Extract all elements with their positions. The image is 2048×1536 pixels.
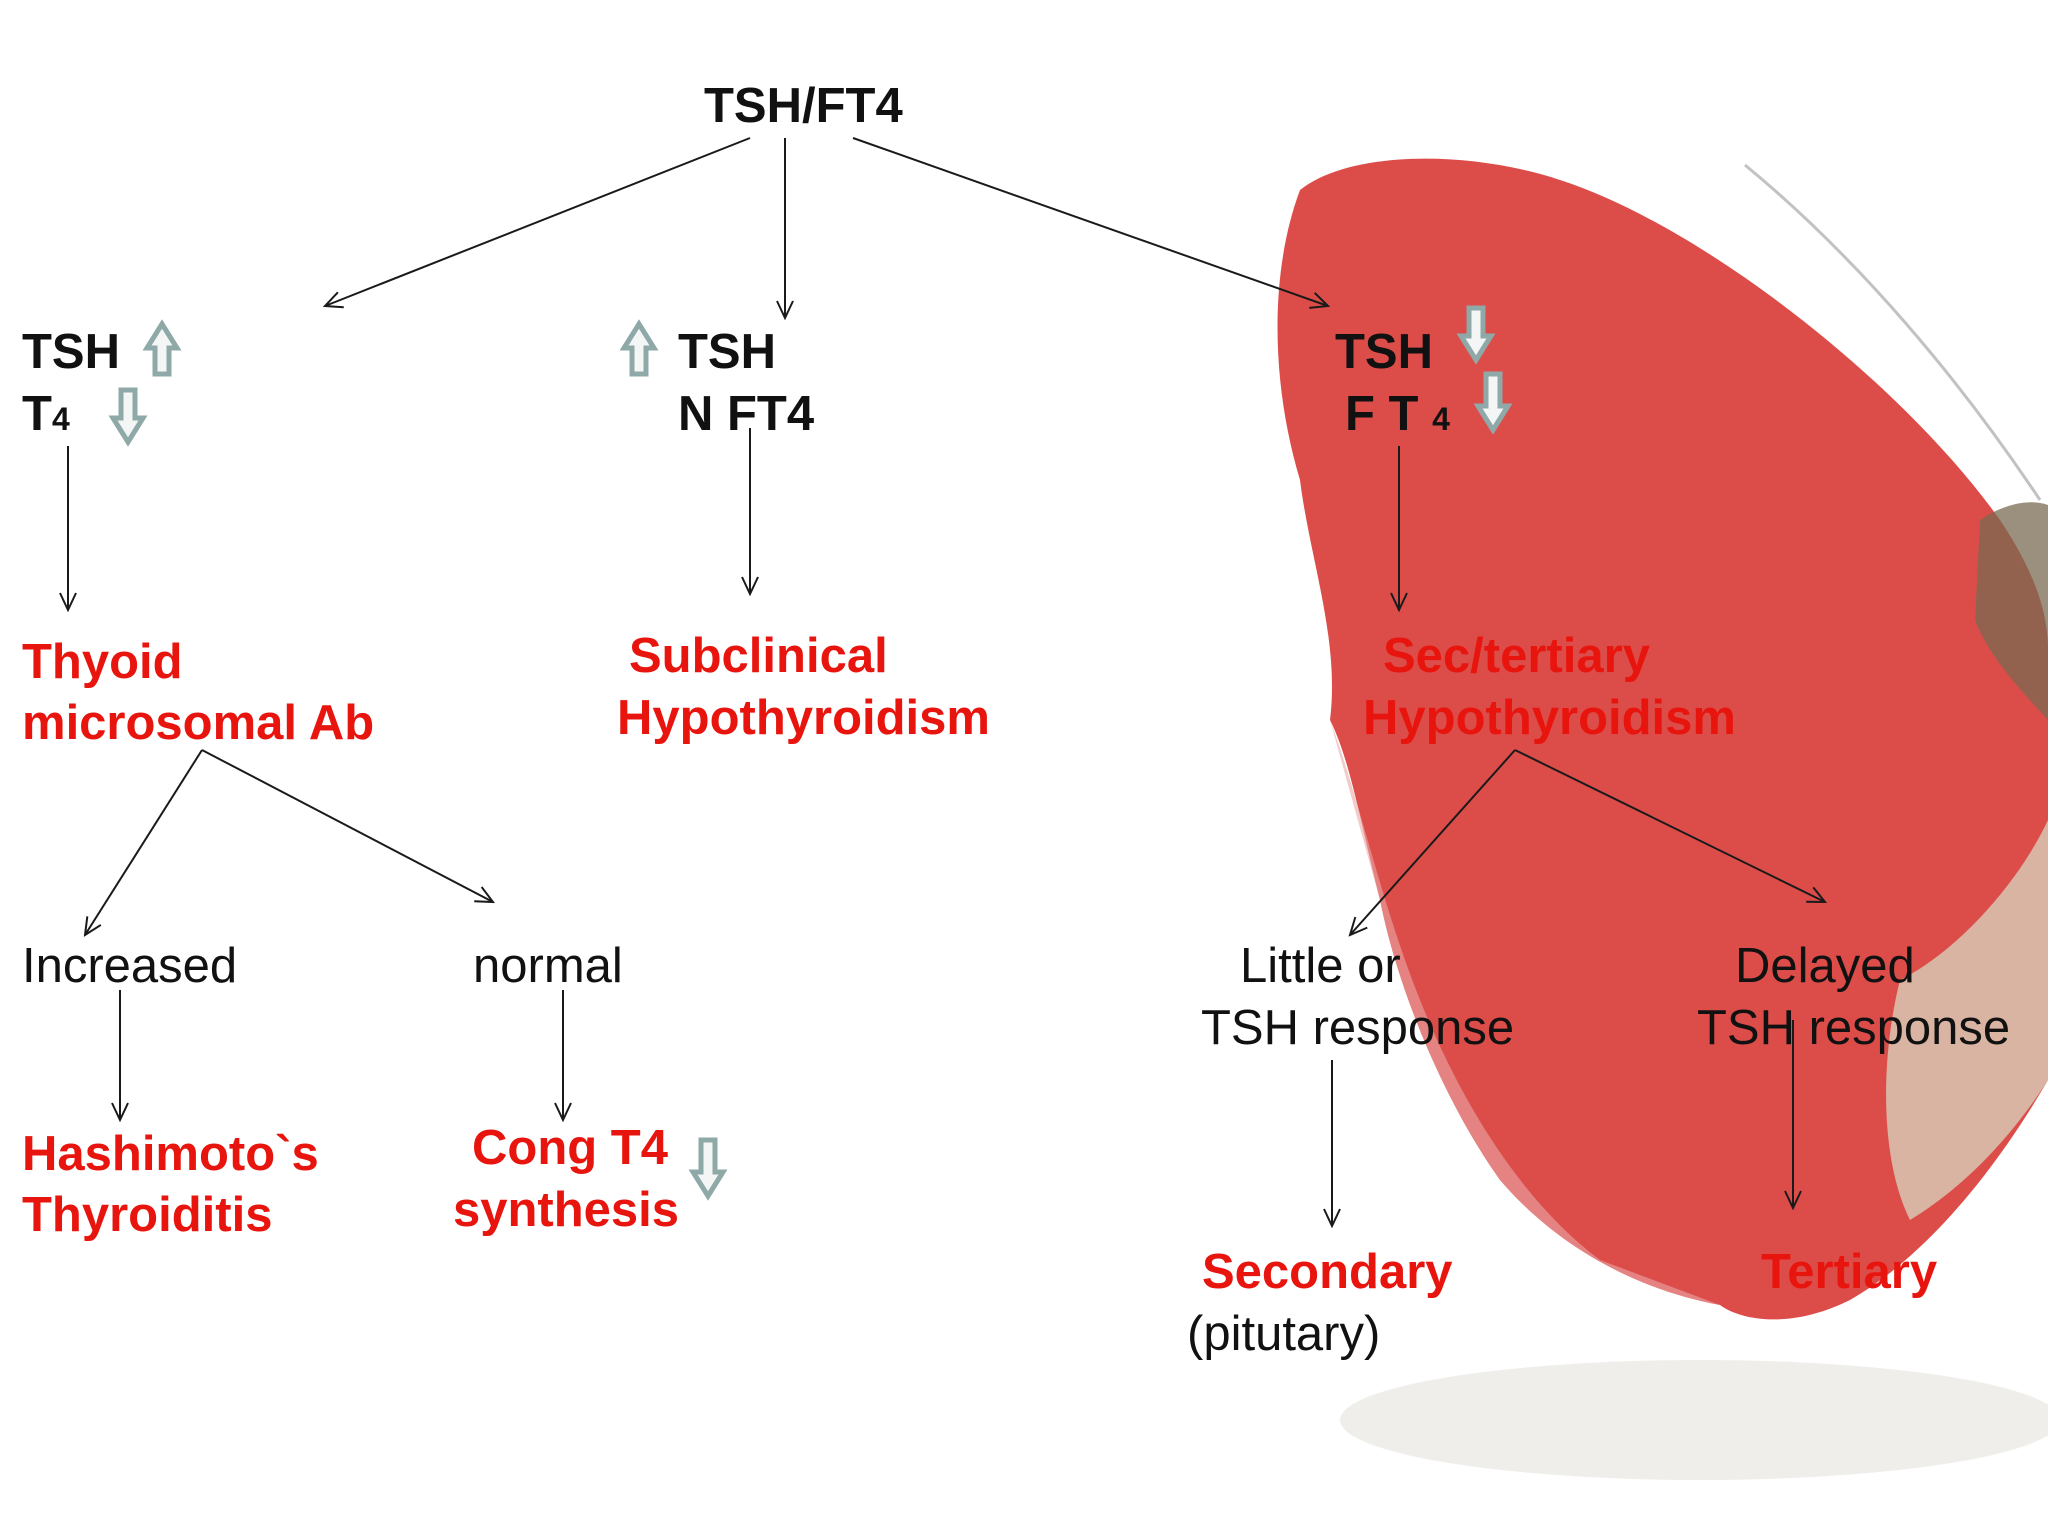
little-tsh-response-label: TSH response — [1201, 1001, 1515, 1055]
left-result-line2: microsomal Ab — [22, 696, 375, 751]
increased-label: Increased — [22, 939, 238, 993]
sec-to-little-arrow — [1350, 749, 1516, 935]
right-tsh-down-arrow-icon — [1456, 305, 1496, 365]
delayed-tsh-response-label: TSH response — [1697, 1001, 2011, 1055]
middle-tsh-up-arrow-icon — [619, 319, 659, 377]
cong-t4-line1: Cong T4 — [472, 1121, 668, 1175]
ab-to-increased-arrow — [85, 749, 203, 935]
left-t4-label: T4 — [22, 387, 70, 441]
left-result: Thyoid microsomal Ab — [22, 632, 374, 755]
left-t4-down-arrow-icon — [108, 387, 148, 447]
little-or-label: Little or — [1240, 939, 1401, 993]
sec-tertiary-line2: Hypothyroidism — [1363, 691, 1736, 745]
tertiary-result: Tertiary — [1761, 1245, 1938, 1299]
root-to-right-arrow — [852, 137, 1328, 306]
left-tsh-label: TSH — [22, 325, 120, 379]
left-result-line1: Thyoid — [22, 635, 183, 689]
subclinical-line2: Hypothyroidism — [617, 691, 990, 745]
indicator-arrows — [108, 305, 1513, 1201]
right-ft4-label: F T 4 — [1345, 387, 1450, 441]
ab-to-normal-arrow — [201, 749, 493, 902]
right-ft4-down-arrow-icon — [1473, 371, 1513, 435]
root-to-left-arrow — [325, 137, 751, 306]
normal-label: normal — [473, 939, 623, 993]
hashimoto-result: Hashimoto`s Thyroiditis — [22, 1124, 319, 1247]
middle-tsh-label: TSH — [678, 325, 776, 379]
connector-arrows — [68, 137, 1825, 1226]
sec-tertiary-line1: Sec/tertiary — [1383, 629, 1650, 683]
subclinical-line1: Subclinical — [629, 629, 888, 683]
root-label: TSH/FT4 — [704, 79, 903, 133]
cong-t4-down-arrow-icon — [688, 1137, 728, 1201]
sec-to-delayed-arrow — [1514, 749, 1825, 902]
middle-nft4-label: N FT4 — [678, 387, 815, 441]
hashimoto-line2: Thyroiditis — [22, 1188, 273, 1243]
right-tsh-label: TSH — [1335, 325, 1433, 379]
left-tsh-up-arrow-icon — [142, 319, 182, 377]
delayed-label: Delayed — [1735, 939, 1915, 993]
secondary-result: Secondary — [1202, 1245, 1453, 1299]
pitutary-note: (pitutary) — [1187, 1307, 1381, 1361]
hashimoto-line1: Hashimoto`s — [22, 1127, 319, 1181]
cong-t4-line2: synthesis — [453, 1183, 680, 1237]
